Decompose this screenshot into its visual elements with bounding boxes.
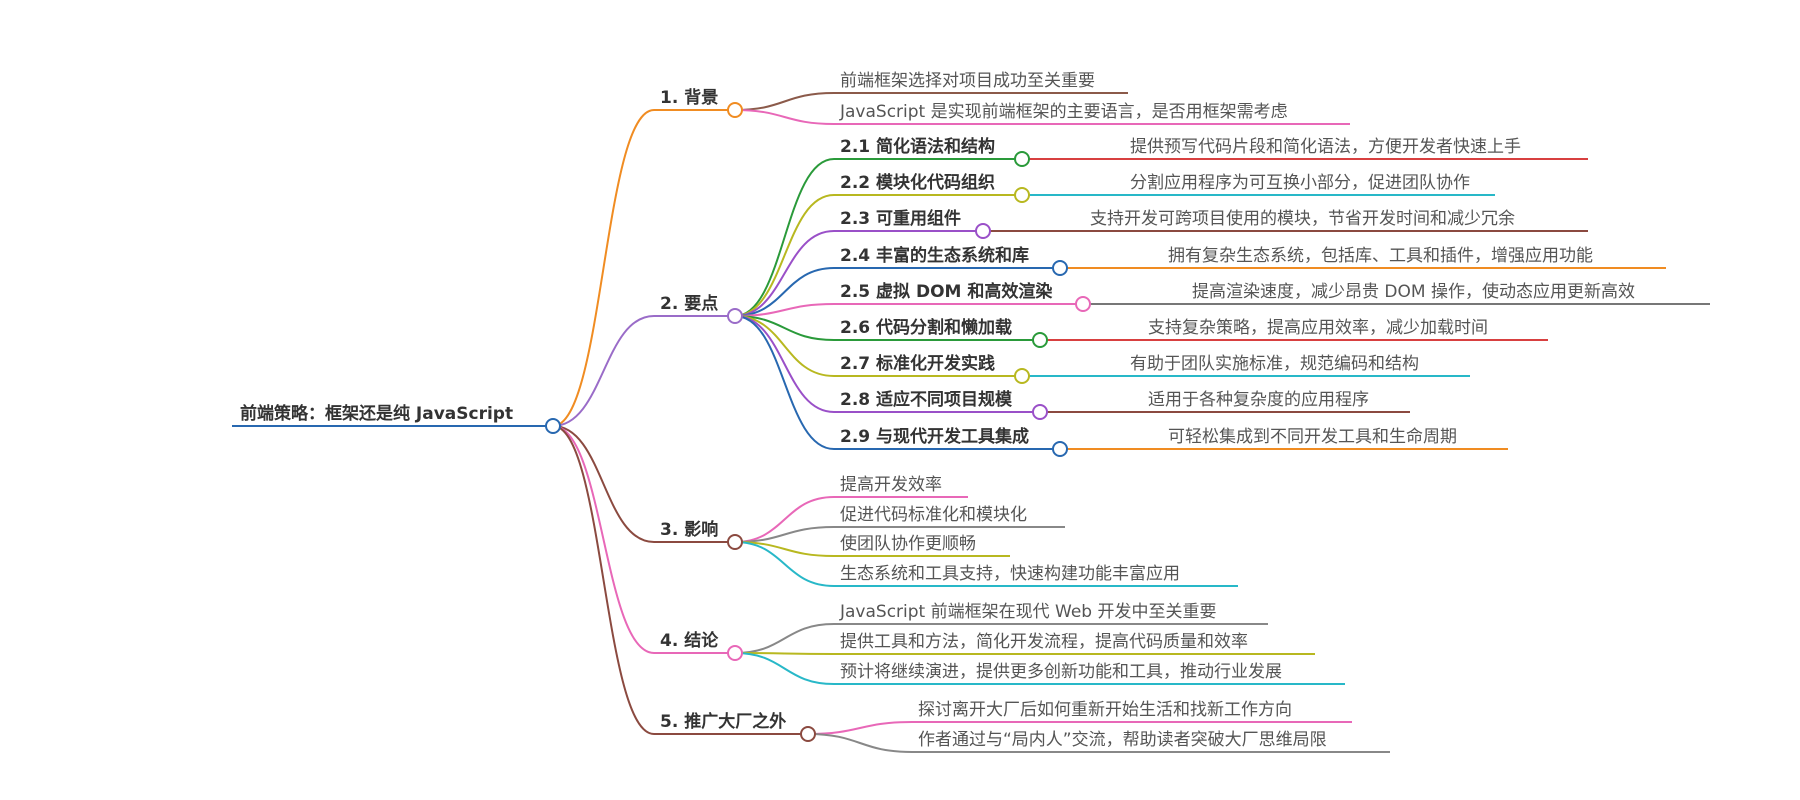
branch-node-handle-4: [727, 645, 743, 661]
branch-connector-5: [552, 425, 655, 735]
leaf-3-4: 生态系统和工具支持，快速构建功能丰富应用: [840, 564, 1180, 584]
child-connector-2-2: [734, 194, 835, 317]
subtopic-2-3: 2.3 可重用组件: [840, 209, 962, 229]
subtopic-2-8: 2.8 适应不同项目规模: [840, 390, 1013, 410]
root-topic: 前端策略：框架还是纯 JavaScript: [240, 404, 514, 424]
subtopic-2-6: 2.6 代码分割和懒加载: [840, 318, 1013, 338]
branch-connector-2: [552, 315, 655, 427]
connector-layer: [552, 92, 913, 753]
child-connector-2-9: [734, 315, 835, 450]
leaf-3-3: 使团队协作更顺畅: [840, 534, 976, 554]
child-connector-1-1: [734, 92, 835, 111]
subtopic-2-9: 2.9 与现代开发工具集成: [840, 427, 1030, 447]
leaf-2-8: 适用于各种复杂度的应用程序: [1148, 390, 1369, 410]
subtopic-2-2: 2.2 模块化代码组织: [840, 173, 996, 193]
leaf-5-1: 探讨离开大厂后如何重新开始生活和找新工作方向: [918, 700, 1292, 720]
branch-node-handle-2: [727, 308, 743, 324]
leaf-2-3: 支持开发可跨项目使用的模块，节省开发时间和减少冗余: [1090, 209, 1515, 229]
branch-5-title: 5. 推广大厂之外: [660, 712, 787, 732]
subtopic-node-handle-2-6: [1032, 332, 1048, 348]
subtopic-node-handle-2-5: [1075, 296, 1091, 312]
leaf-2-5: 提高渲染速度，减少昂贵 DOM 操作，使动态应用更新高效: [1192, 282, 1635, 302]
child-connector-2-3: [734, 230, 835, 317]
underline-layer: [232, 92, 1710, 753]
child-connector-2-8: [734, 315, 835, 413]
child-connector-5-2: [807, 733, 913, 753]
leaf-1-2: JavaScript 是实现前端框架的主要语言，是否用框架需考虑: [840, 102, 1288, 122]
subtopic-node-handle-2-2: [1014, 187, 1030, 203]
child-connector-3-4: [734, 541, 835, 587]
branch-connector-4: [552, 425, 655, 654]
leaf-3-2: 促进代码标准化和模块化: [840, 505, 1027, 525]
child-connector-3-1: [734, 496, 835, 543]
branch-connector-3: [552, 425, 655, 543]
node-handle-layer: [545, 102, 1091, 742]
leaf-2-6: 支持复杂策略，提高应用效率，减少加载时间: [1148, 318, 1488, 338]
leaf-5-2: 作者通过与“局内人”交流，帮助读者突破大厂思维局限: [918, 730, 1327, 750]
child-connector-2-5: [734, 303, 835, 317]
subtopic-node-handle-2-9: [1052, 441, 1068, 457]
leaf-2-9: 可轻松集成到不同开发工具和生命周期: [1168, 427, 1457, 447]
branch-3-title: 3. 影响: [660, 520, 719, 540]
child-connector-4-3: [734, 652, 835, 685]
child-connector-2-1: [734, 158, 835, 317]
leaf-1-1: 前端框架选择对项目成功至关重要: [840, 71, 1095, 91]
root-node-handle: [545, 418, 561, 434]
leaf-3-1: 提高开发效率: [840, 475, 942, 495]
subtopic-2-1: 2.1 简化语法和结构: [840, 137, 996, 157]
branch-node-handle-1: [727, 102, 743, 118]
subtopic-2-5: 2.5 虚拟 DOM 和高效渲染: [840, 282, 1053, 302]
child-connector-4-1: [734, 623, 835, 654]
subtopic-node-handle-2-3: [975, 223, 991, 239]
child-connector-1-2: [734, 109, 835, 125]
child-connector-2-6: [734, 315, 835, 341]
branch-4-title: 4. 结论: [660, 631, 719, 651]
subtopic-2-7: 2.7 标准化开发实践: [840, 354, 996, 374]
leaf-4-3: 预计将继续演进，提供更多创新功能和工具，推动行业发展: [840, 662, 1282, 682]
leaf-2-2: 分割应用程序为可互换小部分，促进团队协作: [1130, 173, 1470, 193]
child-connector-2-7: [734, 315, 835, 377]
subtopic-2-4: 2.4 丰富的生态系统和库: [840, 246, 1030, 266]
leaf-4-2: 提供工具和方法，简化开发流程，提高代码质量和效率: [840, 632, 1248, 652]
subtopic-node-handle-2-7: [1014, 368, 1030, 384]
child-connector-2-4: [734, 267, 835, 317]
subtopic-node-handle-2-8: [1032, 404, 1048, 420]
branch-node-handle-5: [800, 726, 816, 742]
subtopic-node-handle-2-1: [1014, 151, 1030, 167]
leaf-4-1: JavaScript 前端框架在现代 Web 开发中至关重要: [840, 602, 1217, 622]
branch-2-title: 2. 要点: [660, 294, 719, 314]
leaf-2-1: 提供预写代码片段和简化语法，方便开发者快速上手: [1130, 137, 1521, 157]
subtopic-node-handle-2-4: [1052, 260, 1068, 276]
branch-1-title: 1. 背景: [660, 88, 719, 108]
branch-node-handle-3: [727, 534, 743, 550]
leaf-2-4: 拥有复杂生态系统，包括库、工具和插件，增强应用功能: [1168, 246, 1593, 266]
leaf-2-7: 有助于团队实施标准，规范编码和结构: [1130, 354, 1419, 374]
child-connector-5-1: [807, 721, 913, 735]
branch-connector-1: [552, 109, 655, 427]
